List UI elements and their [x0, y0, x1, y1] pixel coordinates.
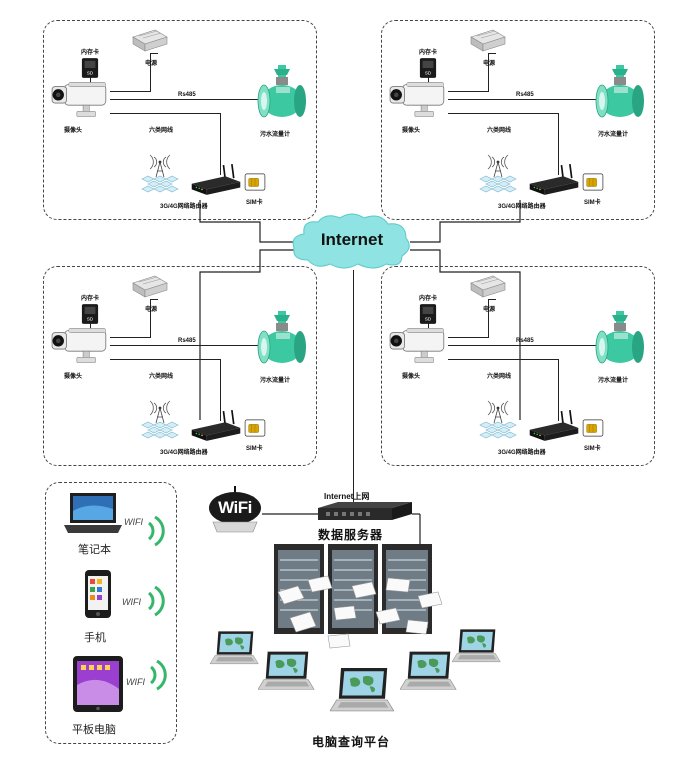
- router-label: 3G/4G网络路由器: [498, 450, 546, 456]
- router-label: 3G/4G网络路由器: [160, 450, 208, 456]
- wifi-router-text: WiFi: [218, 498, 252, 517]
- phone-label: 手机: [84, 632, 106, 644]
- notebook-wifi-icon: [147, 515, 165, 547]
- internet-uplink-line: [353, 270, 355, 508]
- laptop-icon-5: [452, 626, 502, 666]
- network-cable-label: 六类网线: [149, 374, 174, 380]
- tablet-icon: [73, 656, 123, 712]
- tablet-wifi-label: WIFI: [126, 677, 145, 687]
- sim-label: SIM卡: [584, 446, 601, 452]
- tablet-wifi-icon: [149, 659, 167, 691]
- flowmeter-label: 污水流量计: [598, 132, 629, 138]
- power-label: 电源: [483, 307, 496, 313]
- rs485-label: Rs485: [516, 92, 534, 98]
- phone-icon: [85, 570, 111, 618]
- network-cable-label: 六类网线: [487, 128, 512, 134]
- rs485-label: Rs485: [178, 92, 196, 98]
- platform-label: 电脑查询平台: [312, 735, 391, 749]
- server-switch-icon: [318, 502, 412, 520]
- monitoring-site-3: 内存卡 电源 摄像头 Rs485 六类网线 污水流量计 3G/4G网络路由器 S…: [43, 266, 317, 466]
- laptop-icon-2: [258, 648, 316, 694]
- client-devices-panel: WIFI 笔记本 WIFI 手机 WIFI 平板电脑: [45, 482, 177, 744]
- laptop-icon-4: [400, 648, 458, 694]
- sim-label: SIM卡: [246, 446, 263, 452]
- router-label: 3G/4G网络路由器: [160, 204, 208, 210]
- tablet-label: 平板电脑: [72, 724, 116, 736]
- monitoring-site-2: 内存卡 电源 摄像头 Rs485 六类网线 污水流量计 3G/4G网络路由器 S…: [381, 20, 655, 220]
- flowmeter-label: 污水流量计: [260, 132, 291, 138]
- router-label: 3G/4G网络路由器: [498, 204, 546, 210]
- network-cable-label: 六类网线: [487, 374, 512, 380]
- notebook-wifi-label: WIFI: [124, 517, 143, 527]
- rs485-label: Rs485: [516, 338, 534, 344]
- memory-card-label: 内存卡: [419, 296, 438, 302]
- memory-card-label: 内存卡: [419, 50, 438, 56]
- camera-label: 摄像头: [64, 128, 83, 134]
- sim-label: SIM卡: [246, 200, 263, 206]
- notebook-icon: [64, 493, 122, 533]
- network-cable-label: 六类网线: [149, 128, 174, 134]
- power-label: 电源: [483, 61, 496, 67]
- camera-label: 摄像头: [402, 128, 421, 134]
- phone-wifi-label: WIFI: [122, 597, 141, 607]
- internet-cloud-icon: [292, 213, 410, 269]
- wifi-router-icon: [209, 486, 261, 533]
- camera-label: 摄像头: [402, 374, 421, 380]
- laptop-icon-1: [210, 628, 260, 668]
- flowmeter-label: 污水流量计: [598, 378, 629, 384]
- rs485-label: Rs485: [178, 338, 196, 344]
- camera-label: 摄像头: [64, 374, 83, 380]
- memory-card-label: 内存卡: [81, 296, 100, 302]
- power-label: 电源: [145, 307, 158, 313]
- server-title: 数据服务器: [318, 528, 384, 542]
- notebook-label: 笔记本: [78, 544, 111, 556]
- monitoring-site-4: 内存卡 电源 摄像头 Rs485 六类网线 污水流量计 3G/4G网络路由器 S…: [381, 266, 655, 466]
- laptop-icon-3: [330, 664, 396, 716]
- memory-card-label: 内存卡: [81, 50, 100, 56]
- internet-label: Internet: [320, 230, 384, 249]
- flowmeter-label: 污水流量计: [260, 378, 291, 384]
- sim-label: SIM卡: [584, 200, 601, 206]
- phone-wifi-icon: [147, 585, 165, 617]
- documents-flow-icon: [277, 575, 443, 649]
- uplink-label: Internet上网: [324, 492, 370, 501]
- monitoring-site-1: 内存卡 电源 摄像头 Rs485 六类网线 污水流量计 3G/4G网络路由器 S…: [43, 20, 317, 220]
- power-label: 电源: [145, 61, 158, 67]
